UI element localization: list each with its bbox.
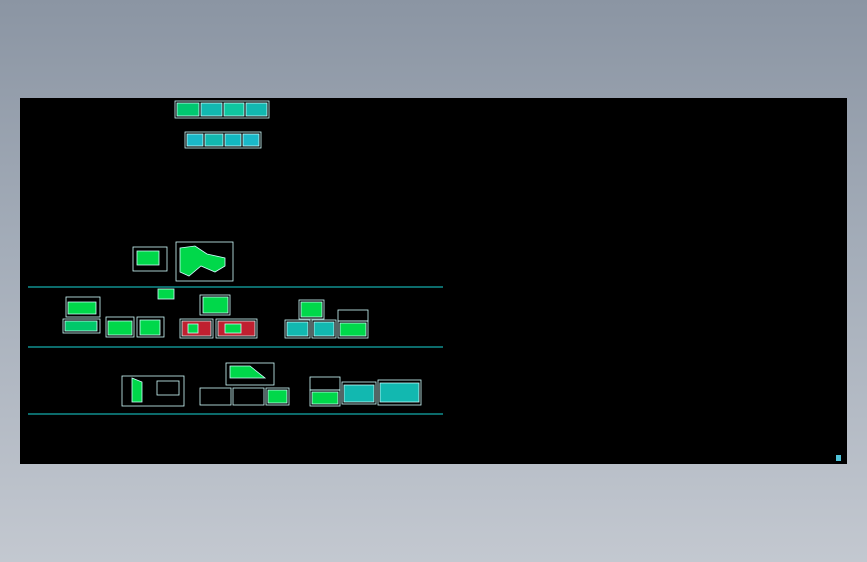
section-1-drawings <box>62 288 369 339</box>
sheet-top-row-1 <box>174 100 270 119</box>
drawing-canvas <box>28 100 443 415</box>
section-2-drawings <box>121 362 422 407</box>
sheet-top-row-2 <box>184 131 262 149</box>
site-plan-large <box>175 241 234 282</box>
ucs-icon <box>836 455 841 461</box>
site-plan-small <box>132 246 168 272</box>
cad-drawing-viewport[interactable] <box>20 98 847 464</box>
